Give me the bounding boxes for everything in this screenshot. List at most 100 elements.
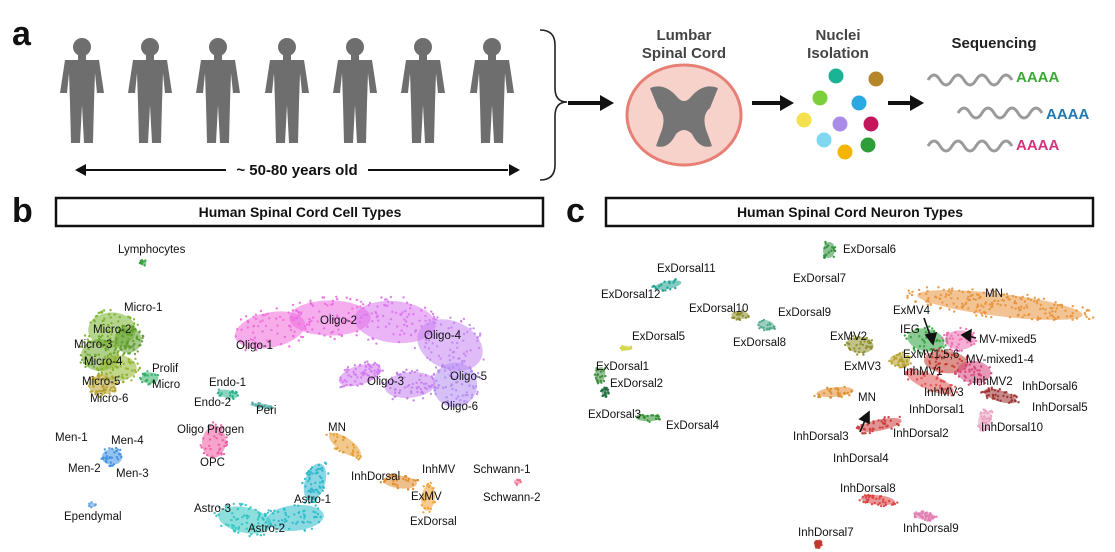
brace [539, 29, 568, 181]
neuron-type-label: InhMV3 [924, 387, 964, 399]
neuron-type-label: ExDorsal3 [588, 409, 641, 421]
neuron-type-label: InhDorsal9 [903, 523, 959, 535]
polya-read-1: AAAA [1016, 69, 1059, 86]
cluster-points [858, 493, 899, 508]
nucleus-dot [863, 116, 879, 132]
cell-type-label: Men-4 [111, 435, 144, 447]
nucleus-dot [812, 90, 828, 106]
cell-type-label: OPC [200, 457, 225, 469]
neuron-type-label: ExDorsal9 [778, 307, 831, 319]
cluster-points [250, 401, 274, 410]
cell-type-label: Oligo-5 [450, 371, 487, 383]
cluster-points [904, 367, 959, 397]
neuron-type-labels: ExDorsal6ExDorsal7ExDorsal11ExDorsal12Ex… [588, 244, 1088, 539]
neuron-type-label: ExDorsal6 [843, 244, 896, 256]
cluster-points [427, 356, 482, 411]
cell-type-label: MN [328, 422, 346, 434]
panel-c-letter: c [566, 192, 585, 230]
panel-a-letter: a [12, 15, 32, 53]
cluster-points [980, 386, 1020, 404]
cell-type-label: Men-2 [68, 463, 101, 475]
neuron-type-label: MN [985, 288, 1003, 300]
cluster-points [813, 385, 854, 399]
cluster-points [85, 372, 119, 398]
cell-type-umap [79, 259, 522, 538]
panel-c-title: Human Spinal Cord Neuron Types [737, 204, 963, 220]
cell-type-label: Endo-1 [209, 377, 246, 389]
step-sequencing: Sequencing [951, 35, 1036, 52]
cluster-points [913, 510, 938, 522]
age-label: ~ 50-80 years old [236, 162, 357, 179]
neuron-type-label: ExDorsal11 [657, 263, 716, 275]
cell-type-label: Micro-2 [93, 324, 131, 336]
cluster-points [906, 286, 1095, 322]
neuron-type-label: InhDorsal1 [909, 404, 965, 416]
cell-type-label: Lymphocytes [118, 244, 186, 256]
neuron-type-label: ExMV1,5,6 [903, 349, 959, 361]
cluster-points [216, 388, 240, 401]
cluster-points [813, 539, 823, 549]
cluster-points [413, 315, 485, 373]
cluster-points [593, 367, 607, 385]
step-nuclei-line1: Nuclei [815, 27, 860, 44]
panel-b-letter: b [12, 192, 33, 230]
cell-type-label: Prolif [152, 363, 179, 375]
neuron-type-label: ExDorsal1 [596, 361, 649, 373]
neuron-type-label: InhDorsal5 [1032, 402, 1088, 414]
neuron-type-label: InhDorsal8 [840, 483, 896, 495]
cell-type-label: ExDorsal [410, 516, 457, 528]
neuron-type-label: ExDorsal7 [793, 273, 846, 285]
cell-type-label: Endo-2 [194, 397, 231, 409]
neuron-type-label: ExMV2 [830, 331, 867, 343]
polya-read-3: AAAA [1016, 137, 1059, 154]
cluster-points [379, 473, 420, 491]
cluster-points [87, 501, 97, 509]
cell-type-label: Micro-5 [82, 376, 120, 388]
neuron-type-label: ExMV4 [893, 305, 931, 317]
neuron-type-label: InhDorsal3 [793, 431, 849, 443]
cell-type-label: Micro-1 [124, 302, 162, 314]
cluster-points [855, 415, 902, 435]
neuron-type-label: InhDorsal10 [981, 422, 1043, 434]
nucleus-dot [816, 132, 832, 148]
neuron-type-label: ExDorsal8 [733, 337, 786, 349]
step-nuclei-line2: Isolation [807, 45, 869, 62]
cluster-points [261, 501, 324, 533]
cluster-points [420, 481, 436, 514]
neuron-type-label: ExDorsal2 [610, 378, 663, 390]
neuron-type-label: InhDorsal7 [798, 527, 854, 539]
neuron-type-label: MV-mixed5 [979, 334, 1037, 346]
nucleus-dot [860, 137, 876, 153]
cell-type-label: Oligo Progen [177, 424, 244, 436]
cluster-points [636, 413, 662, 423]
cell-type-label: Astro-3 [194, 503, 231, 515]
cell-type-label: InhDorsal [351, 471, 400, 483]
callout-arrows [858, 317, 977, 433]
cluster-points [139, 370, 160, 386]
cell-type-label: Schwann-2 [483, 492, 541, 504]
cluster-points [619, 344, 633, 352]
cluster-points [338, 360, 384, 389]
cell-type-label: Astro-2 [248, 523, 285, 535]
people-row [60, 38, 514, 143]
cluster-points [513, 478, 522, 486]
neuron-type-label: InhMV2 [973, 376, 1013, 388]
cluster-points [731, 309, 750, 322]
cluster-points [953, 358, 993, 386]
arrow-to-tissue [568, 95, 614, 111]
cell-type-label: Schwann-1 [473, 464, 531, 476]
cluster-points [95, 352, 142, 384]
cluster-points [112, 324, 145, 356]
nucleus-dot [796, 112, 812, 128]
spinal-cord-section [625, 63, 743, 167]
cluster-points [977, 408, 994, 433]
isolated-nuclei [796, 68, 884, 160]
neuron-type-label: InhMV1 [903, 366, 943, 378]
polya-read-2: AAAA [1046, 106, 1089, 123]
neuron-type-label: InhDorsal4 [833, 453, 889, 465]
cluster-points [600, 386, 610, 398]
neuron-type-label: ExDorsal4 [666, 420, 720, 432]
cluster-points [301, 461, 330, 504]
